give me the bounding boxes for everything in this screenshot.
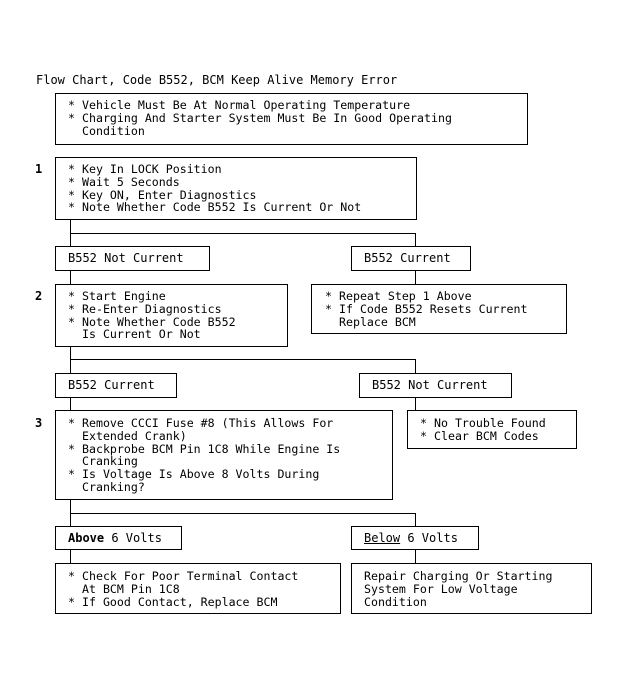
preconditions-box: Vehicle Must Be At Normal Operating Temp… [55,93,528,145]
branch-b552-current-1: B552 Current [351,246,471,271]
step-2-item: Re-Enter Diagnostics [68,302,287,316]
no-trouble-found-box: No Trouble Found Clear BCM Codes [407,410,577,449]
above-action-item: Check For Poor Terminal Contact At BCM P… [68,570,340,596]
chart-title: Flow Chart, Code B552, BCM Keep Alive Me… [36,73,398,87]
current-action-item: Repeat Step 1 Above [325,290,566,303]
step-2-box: Start Engine Re-Enter Diagnostics Note W… [55,284,288,347]
branch-b552-not-current-1: B552 Not Current [55,246,210,271]
above-action-item: If Good Contact, Replace BCM [68,595,340,609]
precondition-item: Vehicle Must Be At Normal Operating Temp… [68,99,527,112]
step-1-current-action-box: Repeat Step 1 Above If Code B552 Resets … [311,284,567,334]
step-3-item: Remove CCCI Fuse #8 (This Allows For Ext… [68,417,392,443]
step-3-item: Backprobe BCM Pin 1C8 While Engine Is Cr… [68,442,392,469]
below-action-text: Repair Charging Or Starting System For L… [364,569,553,609]
step-1-item: Note Whether Code B552 Is Current Or Not [68,201,416,214]
branch-below-6-volts: Below 6 Volts [351,526,479,550]
step-number-2: 2 [35,289,43,303]
no-trouble-item: No Trouble Found [420,417,576,430]
branch-above-6-volts: Above 6 Volts [55,526,182,550]
above-emphasis: Above [68,531,105,545]
no-trouble-item: Clear BCM Codes [420,429,576,443]
above-action-box: Check For Poor Terminal Contact At BCM P… [55,563,341,614]
step-3-item: Is Voltage Is Above 8 Volts During Crank… [68,468,392,494]
branch-b552-current-2: B552 Current [55,373,177,398]
above-rest: 6 Volts [104,531,162,545]
step-1-box: Key In LOCK Position Wait 5 Seconds Key … [55,157,417,220]
step-number-1: 1 [35,162,43,176]
step-2-item: Start Engine [68,290,287,303]
step-3-box: Remove CCCI Fuse #8 (This Allows For Ext… [55,410,393,500]
step-1-item: Key ON, Enter Diagnostics [68,188,416,202]
step-2-item: Note Whether Code B552 Is Current Or Not [68,315,287,342]
below-rest: 6 Volts [400,531,458,545]
step-number-3: 3 [35,416,43,430]
step-1-item: Wait 5 Seconds [68,175,416,189]
current-action-item: If Code B552 Resets Current Replace BCM [325,302,566,329]
step-1-item: Key In LOCK Position [68,163,416,176]
branch-b552-not-current-2: B552 Not Current [359,373,512,398]
precondition-item: Charging And Starter System Must Be In G… [68,111,527,138]
below-emphasis: Below [364,531,401,545]
below-action-box: Repair Charging Or Starting System For L… [351,563,592,614]
